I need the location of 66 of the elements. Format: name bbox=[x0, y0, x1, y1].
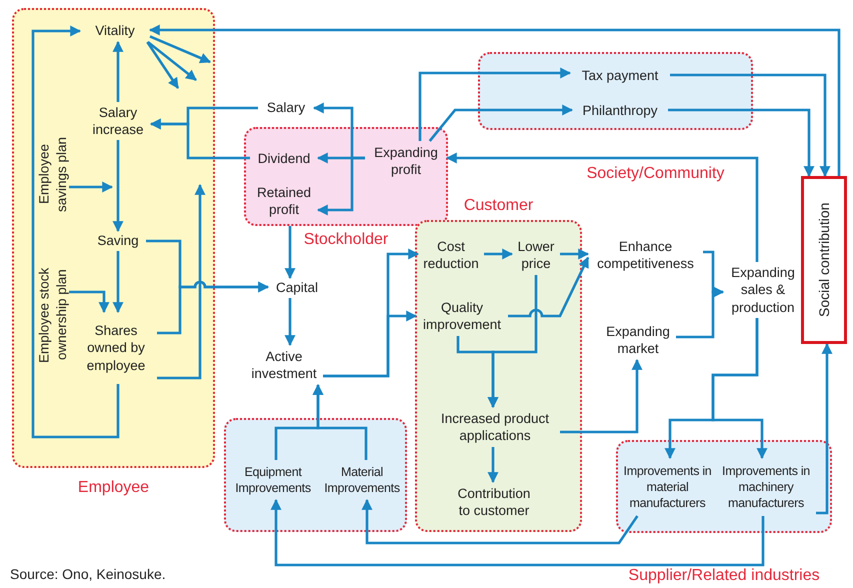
arrow bbox=[508, 256, 590, 318]
process-label: Employee savings plan bbox=[37, 126, 69, 222]
arrow bbox=[270, 498, 764, 566]
arrow bbox=[560, 248, 590, 260]
arrow bbox=[157, 184, 206, 380]
process-label: Quality improvement bbox=[416, 296, 508, 336]
arrow bbox=[32, 26, 120, 438]
group-label: Employee bbox=[76, 478, 150, 498]
arrow bbox=[150, 118, 250, 160]
arrow bbox=[816, 342, 832, 514]
process-label: Cost reduction bbox=[418, 235, 484, 275]
process-label: Expanding profit bbox=[365, 141, 447, 181]
arrow bbox=[147, 40, 197, 82]
arrow bbox=[69, 290, 110, 314]
arrow bbox=[484, 248, 514, 260]
process-label: Equipment Improvements bbox=[227, 460, 319, 500]
process-label: Contribution to customer bbox=[452, 482, 536, 522]
process-label: Increased product applications bbox=[430, 407, 560, 447]
arrow bbox=[362, 498, 638, 544]
process-label: Retained profit bbox=[250, 181, 318, 221]
process-label: Lower price bbox=[512, 235, 560, 275]
arrow bbox=[712, 318, 768, 460]
contribution-box: Social contribution bbox=[801, 176, 847, 344]
group-label: Customer bbox=[462, 196, 534, 216]
arrow bbox=[668, 108, 814, 178]
arrow bbox=[157, 280, 270, 334]
arrow bbox=[488, 275, 538, 408]
process-label: Improvements in machinery manufacturers bbox=[716, 458, 816, 516]
arrow bbox=[112, 40, 124, 102]
arrow bbox=[284, 298, 296, 346]
arrow bbox=[112, 251, 124, 314]
arrow bbox=[428, 104, 574, 142]
process-label: Material Improvements bbox=[317, 460, 407, 500]
process-label: Enhance competitiveness bbox=[588, 235, 703, 275]
arrow bbox=[148, 24, 840, 176]
arrow bbox=[316, 156, 365, 216]
arrow bbox=[418, 68, 572, 141]
arrow bbox=[323, 310, 418, 378]
process-label: Shares owned by employee bbox=[75, 312, 157, 384]
process-label: Dividend bbox=[250, 149, 318, 169]
group-label: Society/Community bbox=[586, 164, 726, 184]
process-label: Vitality bbox=[80, 20, 150, 42]
arrow bbox=[112, 140, 124, 232]
arrow bbox=[670, 74, 830, 178]
arrow bbox=[446, 152, 758, 262]
process-label: Capital bbox=[268, 278, 326, 298]
process-label: Expanding sales & production bbox=[723, 262, 803, 318]
process-label: Expanding market bbox=[600, 320, 676, 360]
process-label: Salary increase bbox=[85, 102, 151, 140]
arrow bbox=[284, 226, 296, 280]
process-label: Active investment bbox=[245, 345, 323, 385]
arrow bbox=[69, 182, 114, 192]
arrow bbox=[146, 41, 180, 89]
group-label: Supplier/Related industries bbox=[627, 566, 821, 586]
process-label: Employee stock ownership plan bbox=[37, 240, 69, 390]
source-note: Source: Ono, Keinosuke. bbox=[10, 566, 166, 582]
process-label: Philanthropy bbox=[572, 101, 668, 121]
arrow bbox=[312, 384, 368, 460]
arrow bbox=[676, 286, 724, 338]
arrow bbox=[488, 447, 498, 484]
arrow bbox=[150, 35, 211, 64]
process-label: Tax payment bbox=[570, 66, 670, 86]
process-label: Saving bbox=[90, 231, 146, 251]
process-label: Salary bbox=[258, 98, 314, 118]
process-label: Improvements in material manufacturers bbox=[619, 458, 716, 516]
arrow bbox=[560, 358, 642, 434]
